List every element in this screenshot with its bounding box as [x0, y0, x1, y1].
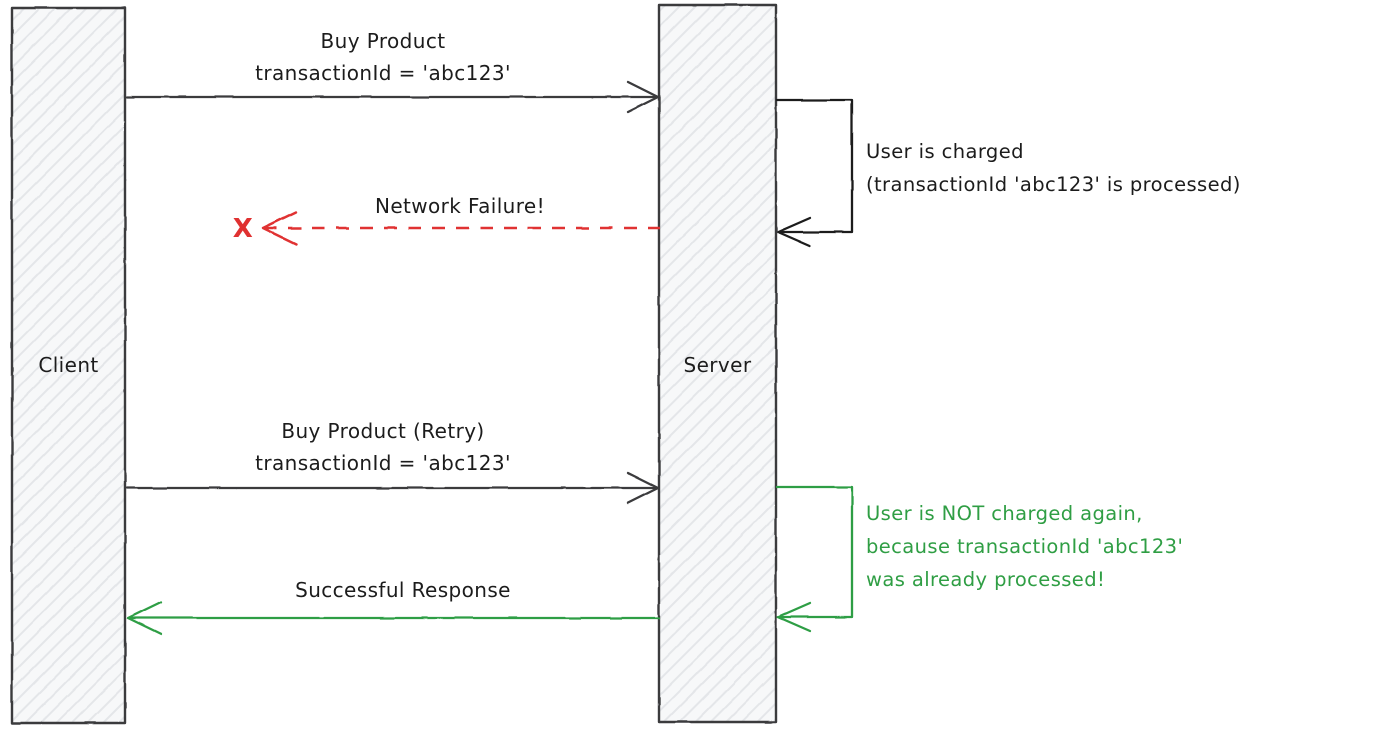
message-buy-product-request[interactable]: Buy Product transactionId = 'abc123' [125, 29, 660, 114]
response-arrowhead-left-icon [126, 600, 163, 636]
self-call-note-line-2: (transactionId 'abc123' is processed) [866, 173, 1241, 196]
self-call-user-charged[interactable]: User is charged (transactionId 'abc123' … [775, 98, 1241, 248]
green-note-line-2: because transactionId 'abc123' [866, 535, 1183, 558]
message-network-failure-response[interactable]: Network Failure! X [233, 194, 660, 246]
green-note-line-3: was already processed! [866, 568, 1105, 591]
message-label-line-2: transactionId = 'abc123' [255, 61, 511, 85]
self-call-green-arrowhead-left-icon [776, 601, 812, 633]
actor-label-server: Server [684, 353, 752, 377]
self-call-loop-path [775, 98, 854, 234]
client-lifeline-rect [10, 6, 127, 725]
retry-label-line-2: transactionId = 'abc123' [255, 451, 511, 475]
retry-arrowhead-right-icon [626, 471, 660, 505]
actor-box-client[interactable] [10, 6, 127, 725]
message-label-successful-response: Successful Response [295, 578, 511, 602]
self-call-arrowhead-left-icon [776, 216, 812, 248]
self-call-note-line-1: User is charged [866, 140, 1024, 163]
message-arrowhead-left-icon [261, 210, 298, 246]
retry-label-line-1: Buy Product (Retry) [281, 419, 484, 443]
message-arrowhead-right-icon [626, 80, 660, 114]
self-call-not-charged-again[interactable]: User is NOT charged again, because trans… [775, 485, 1183, 633]
actor-box-server[interactable] [657, 3, 778, 724]
green-note-line-1: User is NOT charged again, [866, 502, 1143, 525]
message-label-network-failure: Network Failure! [375, 194, 545, 218]
server-lifeline-rect [657, 3, 778, 724]
self-call-green-loop-path [775, 485, 854, 619]
network-failure-x-icon: X [233, 214, 253, 244]
actor-label-client: Client [38, 353, 98, 377]
message-buy-product-retry-request[interactable]: Buy Product (Retry) transactionId = 'abc… [125, 419, 660, 505]
message-label-line-1: Buy Product [321, 29, 446, 53]
message-successful-response[interactable]: Successful Response [126, 578, 661, 636]
